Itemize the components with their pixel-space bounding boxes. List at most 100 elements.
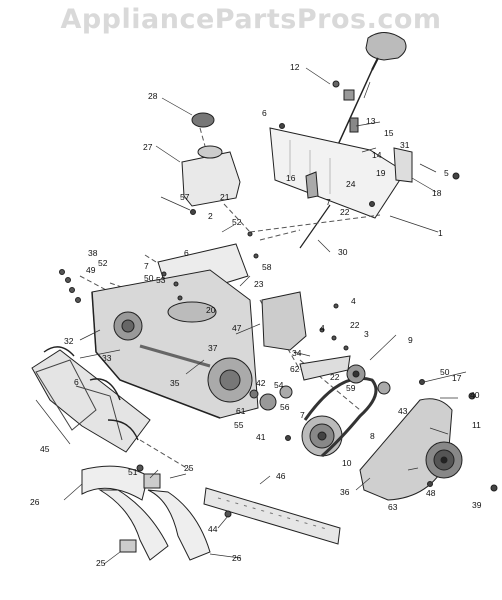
- label-38[interactable]: 38: [88, 248, 98, 258]
- label-43[interactable]: 43: [398, 406, 408, 416]
- label-50b[interactable]: 50: [440, 367, 450, 377]
- label-4b[interactable]: 4: [320, 323, 325, 333]
- bearing-61: [259, 393, 277, 411]
- label-61[interactable]: 61: [236, 406, 246, 416]
- label-24[interactable]: 24: [346, 179, 356, 189]
- label-22c[interactable]: 22: [330, 372, 340, 382]
- label-14[interactable]: 14: [372, 150, 382, 160]
- label-15[interactable]: 15: [384, 128, 394, 138]
- label-48[interactable]: 48: [426, 488, 436, 498]
- auger-housing: [91, 269, 259, 419]
- label-22a[interactable]: 22: [340, 207, 350, 217]
- label-8[interactable]: 8: [370, 431, 375, 441]
- label-63[interactable]: 63: [388, 502, 398, 512]
- label-28[interactable]: 28: [148, 91, 158, 101]
- bolts-left: [59, 231, 349, 351]
- label-50a[interactable]: 50: [144, 273, 154, 283]
- label-62[interactable]: 62: [290, 364, 300, 374]
- label-52b[interactable]: 52: [232, 217, 242, 227]
- idler-43: [377, 381, 391, 395]
- skid-shoe-lower: [98, 489, 169, 561]
- label-20[interactable]: 20: [206, 305, 216, 315]
- label-53[interactable]: 53: [156, 275, 166, 285]
- label-13[interactable]: 13: [366, 116, 376, 126]
- label-41[interactable]: 41: [256, 432, 266, 442]
- label-21[interactable]: 21: [220, 192, 230, 202]
- part-12: [332, 80, 340, 88]
- label-2[interactable]: 2: [208, 211, 213, 221]
- label-54[interactable]: 54: [274, 380, 284, 390]
- label-19[interactable]: 19: [376, 168, 386, 178]
- label-55[interactable]: 55: [234, 420, 244, 430]
- label-34[interactable]: 34: [292, 348, 302, 358]
- label-23[interactable]: 23: [254, 279, 264, 289]
- label-6b[interactable]: 6: [184, 248, 189, 258]
- skid-shoe-right: [147, 489, 211, 561]
- label-5[interactable]: 5: [444, 168, 449, 178]
- label-57[interactable]: 57: [180, 192, 190, 202]
- label-26b[interactable]: 26: [232, 553, 242, 563]
- label-40[interactable]: 40: [470, 390, 480, 400]
- nut-51: [136, 464, 144, 472]
- part-42: [249, 389, 259, 399]
- shift-knob: [365, 32, 407, 71]
- label-30[interactable]: 30: [338, 247, 348, 257]
- fuel-cap: [191, 112, 215, 128]
- skid-shoe-left: [81, 465, 149, 501]
- label-46[interactable]: 46: [276, 471, 286, 481]
- label-3[interactable]: 3: [364, 329, 369, 339]
- bracket-31: [393, 147, 413, 183]
- label-44[interactable]: 44: [208, 524, 218, 534]
- part-13: [343, 89, 355, 101]
- label-6c[interactable]: 6: [74, 377, 79, 387]
- label-6a[interactable]: 6: [262, 108, 267, 118]
- handle-panel: [269, 127, 406, 219]
- label-49[interactable]: 49: [86, 265, 96, 275]
- plate-25-lower: [119, 539, 137, 553]
- label-59[interactable]: 59: [346, 383, 356, 393]
- rod-30: [299, 204, 331, 249]
- label-33[interactable]: 33: [102, 353, 112, 363]
- gearbox-bracket: [261, 291, 307, 351]
- label-9[interactable]: 9: [408, 335, 413, 345]
- label-7c[interactable]: 7: [300, 410, 305, 420]
- auger-assembly: [31, 346, 151, 453]
- label-16[interactable]: 16: [286, 173, 296, 183]
- label-17[interactable]: 17: [452, 373, 462, 383]
- plate-25-upper: [143, 473, 161, 489]
- label-10[interactable]: 10: [342, 458, 352, 468]
- label-1[interactable]: 1: [438, 228, 443, 238]
- label-27[interactable]: 27: [143, 142, 153, 152]
- scraper-bar: [203, 487, 341, 545]
- label-56[interactable]: 56: [280, 402, 290, 412]
- label-47[interactable]: 47: [232, 323, 242, 333]
- label-25b[interactable]: 25: [96, 558, 106, 568]
- bolts-right: [190, 123, 498, 492]
- leader-lines: [35, 67, 467, 565]
- label-37[interactable]: 37: [208, 343, 218, 353]
- label-51[interactable]: 51: [128, 467, 138, 477]
- label-7a[interactable]: 7: [326, 197, 331, 207]
- label-4a[interactable]: 4: [351, 296, 356, 306]
- label-12[interactable]: 12: [290, 62, 300, 72]
- label-31[interactable]: 31: [400, 140, 410, 150]
- label-35[interactable]: 35: [170, 378, 180, 388]
- label-25a[interactable]: 25: [184, 463, 194, 473]
- label-11[interactable]: 11: [472, 420, 481, 430]
- label-18[interactable]: 18: [432, 188, 442, 198]
- label-26a[interactable]: 26: [30, 497, 40, 507]
- label-52a[interactable]: 52: [98, 258, 108, 268]
- label-39[interactable]: 39: [472, 500, 482, 510]
- part-56: [279, 385, 293, 399]
- label-45[interactable]: 45: [40, 444, 50, 454]
- label-22b[interactable]: 22: [350, 320, 360, 330]
- label-7b[interactable]: 7: [144, 261, 149, 271]
- label-36[interactable]: 36: [340, 487, 350, 497]
- part-16: [305, 171, 319, 199]
- label-32[interactable]: 32: [64, 336, 74, 346]
- label-58[interactable]: 58: [262, 262, 272, 272]
- label-42[interactable]: 42: [256, 378, 266, 388]
